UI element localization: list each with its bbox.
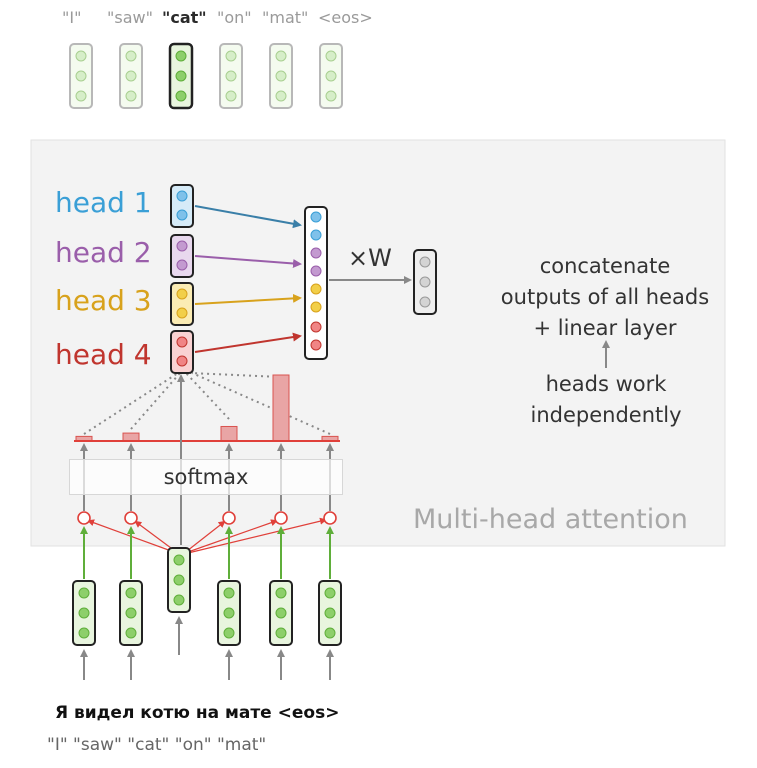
output-vector xyxy=(119,43,143,109)
head-3-label: head 3 xyxy=(55,284,152,317)
encoder-vectors xyxy=(72,547,342,646)
head-1-vector xyxy=(170,184,194,228)
independent-note: heads work independently xyxy=(500,369,712,431)
panel-title: Multi-head attention xyxy=(413,504,688,535)
head-output-vector xyxy=(413,249,437,315)
attention-weight-bars xyxy=(75,374,339,442)
output-vector xyxy=(269,43,293,109)
head-vectors xyxy=(170,184,194,374)
encoder-vector xyxy=(119,580,143,646)
score-node xyxy=(274,511,288,525)
concatenated-vector xyxy=(304,206,328,360)
head-3-vector xyxy=(170,282,194,326)
score-node xyxy=(222,511,236,525)
source-sentence-ru: Я видел котю на мате <eos> xyxy=(55,703,340,723)
encoder-vector xyxy=(269,580,293,646)
score-node xyxy=(124,511,138,525)
independent-note-line: heads work xyxy=(545,372,667,396)
output-token: <eos> xyxy=(318,8,373,27)
input-arrows xyxy=(80,616,334,680)
concat-note: concatenate outputs of all heads + linea… xyxy=(470,251,740,344)
attention-weight-bar xyxy=(122,432,140,442)
encoder-vector xyxy=(318,580,342,646)
output-vector-active xyxy=(168,42,194,110)
output-token: "mat" xyxy=(262,8,309,27)
attention-dotted-lines xyxy=(83,372,331,435)
independent-note-line: independently xyxy=(530,403,682,427)
score-nodes xyxy=(77,511,337,525)
head-4-vector xyxy=(170,330,194,374)
score-node xyxy=(323,511,337,525)
output-token: "I" xyxy=(62,8,82,27)
multiply-w-label: ×W xyxy=(348,244,392,272)
head-1-label: head 1 xyxy=(55,186,152,219)
output-token: "on" xyxy=(217,8,252,27)
concat-note-line: + linear layer xyxy=(533,316,677,340)
source-sentence-en: "I" "saw" "cat" "on" "mat" xyxy=(47,735,267,755)
concat-note-line: outputs of all heads xyxy=(500,285,710,309)
head-2-label: head 2 xyxy=(55,236,152,269)
attention-weight-bar xyxy=(220,425,238,442)
score-node xyxy=(77,511,91,525)
query-vector xyxy=(167,547,191,613)
output-vector xyxy=(219,43,243,109)
encoder-vector xyxy=(72,580,96,646)
output-token-active: "cat" xyxy=(162,8,207,27)
output-vector xyxy=(69,43,93,109)
attention-weight-bar xyxy=(272,374,290,442)
output-vectors xyxy=(69,42,343,110)
encoder-arrows xyxy=(80,526,334,579)
output-token: "saw" xyxy=(107,8,153,27)
head-arrows xyxy=(194,205,302,353)
head-4-label: head 4 xyxy=(55,338,152,371)
output-vector xyxy=(319,43,343,109)
head-2-vector xyxy=(170,234,194,278)
softmax-box: softmax xyxy=(69,459,343,495)
encoder-vector xyxy=(217,580,241,646)
concat-note-line: concatenate xyxy=(539,254,671,278)
